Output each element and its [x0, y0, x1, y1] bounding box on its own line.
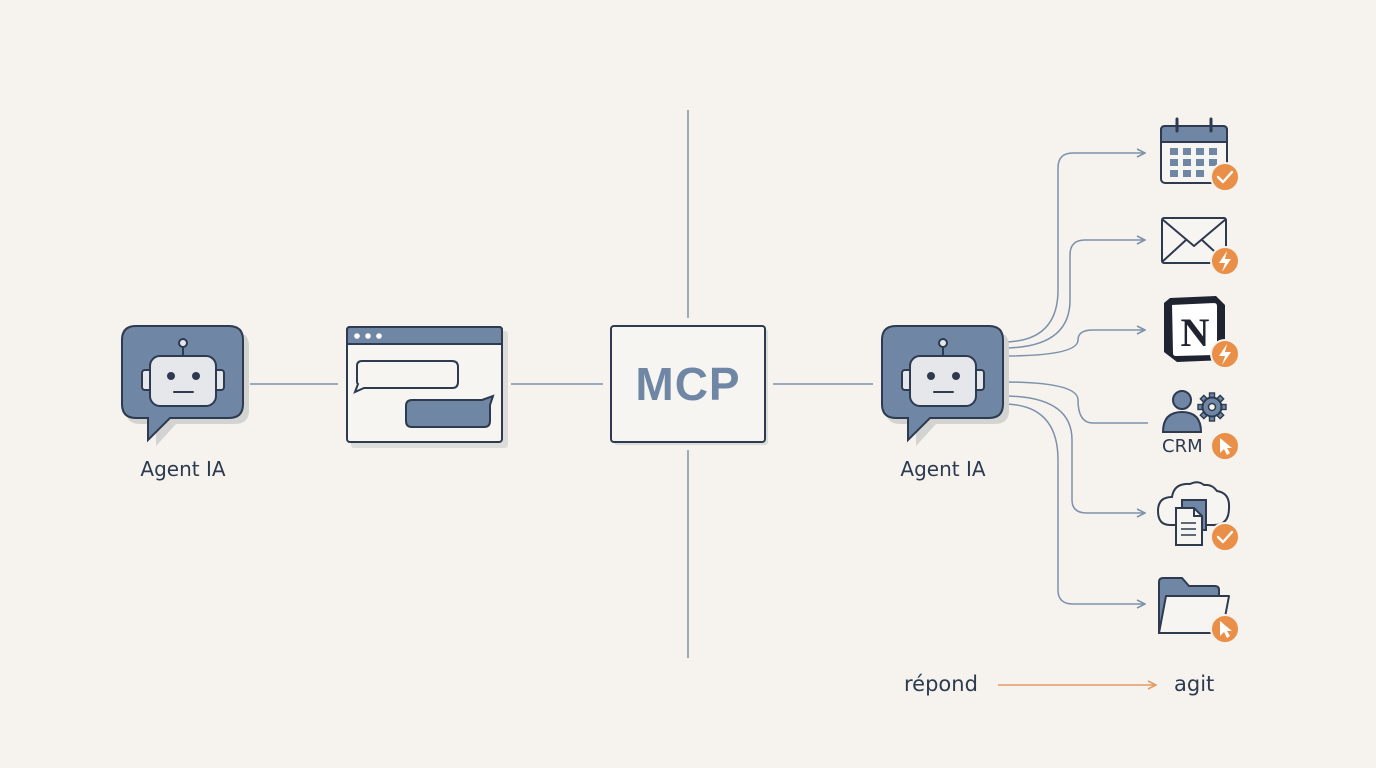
connector-to-crm [1002, 381, 1148, 424]
legend-to-label: agit [1174, 672, 1215, 696]
connector-to-notion [1002, 330, 1145, 357]
connector-to-calendar [1002, 153, 1145, 343]
connector-to-cloud [1002, 395, 1145, 513]
legend-from-label: répond [904, 672, 978, 696]
tool-connectors [1002, 153, 1148, 604]
crm-label: CRM [1162, 436, 1203, 457]
crm-icon [1161, 390, 1227, 433]
lightning-badge-icon [1210, 339, 1240, 369]
envelope-icon [1161, 217, 1227, 264]
cursor-badge-icon [1210, 431, 1240, 461]
agent-left-icon [121, 325, 249, 446]
cloud-documents-icon [1156, 481, 1231, 546]
mcp-box [610, 325, 768, 445]
check-badge-icon [1210, 522, 1240, 552]
mcp-label: MCP [635, 358, 741, 410]
cursor-badge-icon [1210, 614, 1240, 644]
agent-left-label: Agent IA [140, 457, 226, 481]
svg-text:N: N [1181, 310, 1210, 355]
notion-icon: N [1164, 296, 1225, 362]
check-badge-icon [1210, 162, 1240, 192]
connector-to-folder [1002, 403, 1145, 604]
gear-icon [1197, 392, 1227, 422]
agent-right-label: Agent IA [900, 457, 986, 481]
calendar-icon [1160, 117, 1228, 184]
chat-window-icon [346, 326, 508, 448]
lightning-badge-icon [1210, 246, 1240, 276]
agent-right-icon [881, 325, 1009, 446]
connector-to-email [1002, 240, 1145, 349]
